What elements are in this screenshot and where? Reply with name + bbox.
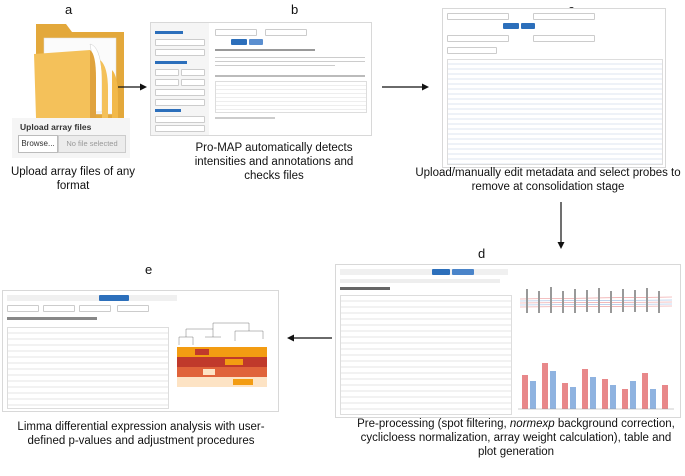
file-status-field: No file selected [58, 135, 126, 153]
panel-letter-e: e [145, 262, 153, 277]
browse-button[interactable]: Browse... [18, 135, 58, 153]
screenshot-c [442, 8, 666, 168]
screenshot-b [150, 22, 372, 136]
sidebar-b [151, 23, 209, 135]
caption-d: Pre-processing (spot filtering, normexp … [356, 417, 676, 459]
caption-d-italic: normexp [509, 418, 555, 430]
caption-b: Pro-MAP automatically detects intensitie… [194, 142, 354, 182]
panel-letter-b: b [291, 2, 299, 17]
down-arrow-icon [557, 202, 565, 249]
right-arrow-icon [382, 83, 429, 91]
caption-c: Upload/manually edit metadata and select… [415, 167, 681, 193]
bar-chart-thumbnail [516, 345, 676, 413]
screenshot-d [335, 264, 681, 418]
heatmap-thumbnail [177, 322, 267, 387]
caption-e: Limma differential expression analysis w… [17, 421, 265, 447]
caption-d-part2: background correction, cyclicloess norma… [360, 418, 675, 458]
panel-letter-a: a [65, 2, 73, 17]
panel-letter-d: d [478, 246, 486, 261]
folder-illustration [30, 14, 130, 122]
upload-title: Upload array files [20, 122, 92, 132]
left-arrow-icon [287, 334, 332, 342]
right-arrow-icon [118, 83, 147, 91]
upload-widget: Upload array files Browse... No file sel… [12, 118, 130, 158]
boxplot-chart-thumbnail [516, 269, 676, 339]
folder-icon [34, 24, 124, 118]
caption-d-part1: Pre-processing (spot filtering, [357, 418, 510, 430]
caption-a: Upload array files of any format [10, 166, 135, 192]
screenshot-e [2, 290, 279, 412]
